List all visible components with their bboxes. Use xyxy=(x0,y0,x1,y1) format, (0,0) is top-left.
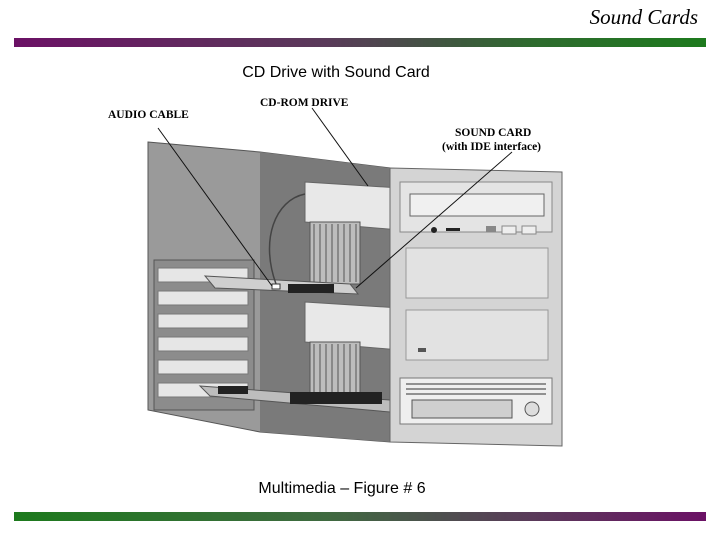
audio-cable-label: AUDIO CABLE xyxy=(108,109,189,121)
audio-cable xyxy=(268,193,306,285)
cdrom-leader xyxy=(311,107,369,187)
audio-cable-connector xyxy=(271,283,281,290)
sound-card-leader xyxy=(355,151,513,289)
motherboard-small-connector xyxy=(218,386,248,394)
upper-ribbon-cable xyxy=(309,221,361,285)
front-vent-lines xyxy=(406,383,546,395)
sound-card-sublabel: (with IDE interface) xyxy=(442,141,541,153)
motherboard-ide-connector xyxy=(290,392,382,404)
cdrom-button xyxy=(501,225,517,235)
expansion-slot xyxy=(157,359,249,375)
lower-ribbon-cable xyxy=(309,341,361,398)
expansion-slot xyxy=(157,290,249,306)
bottom-divider-bar xyxy=(14,512,706,521)
front-panel-switch-block xyxy=(411,399,513,419)
sound-card-ide-connector xyxy=(288,284,334,293)
computer-case-illustration: AUDIO CABLE CD-ROM DRIVE SOUND CARD (wit… xyxy=(108,97,563,447)
figure-caption: Multimedia – Figure # 6 xyxy=(258,480,426,497)
cdrom-button xyxy=(486,226,496,232)
top-divider-bar xyxy=(14,38,706,47)
case-front-bezel xyxy=(389,167,563,447)
figure-heading: CD Drive with Sound Card xyxy=(242,64,430,81)
cdrom-button xyxy=(521,225,537,235)
power-button xyxy=(524,401,540,417)
audio-cable-leader xyxy=(157,127,273,287)
drive-bay-led xyxy=(418,348,426,352)
sound-card-label: SOUND CARD xyxy=(455,127,531,139)
cdrom-indicator xyxy=(446,228,460,231)
expansion-slot xyxy=(157,313,249,329)
cdrom-eject-dot xyxy=(431,227,437,233)
cdrom-drive-label: CD-ROM DRIVE xyxy=(260,97,349,109)
expansion-slot xyxy=(157,336,249,352)
drive-bay-2 xyxy=(405,247,549,299)
slide-title: Sound Cards xyxy=(589,5,698,29)
drive-bay-3 xyxy=(405,309,549,361)
cdrom-tray-slot xyxy=(409,193,545,217)
